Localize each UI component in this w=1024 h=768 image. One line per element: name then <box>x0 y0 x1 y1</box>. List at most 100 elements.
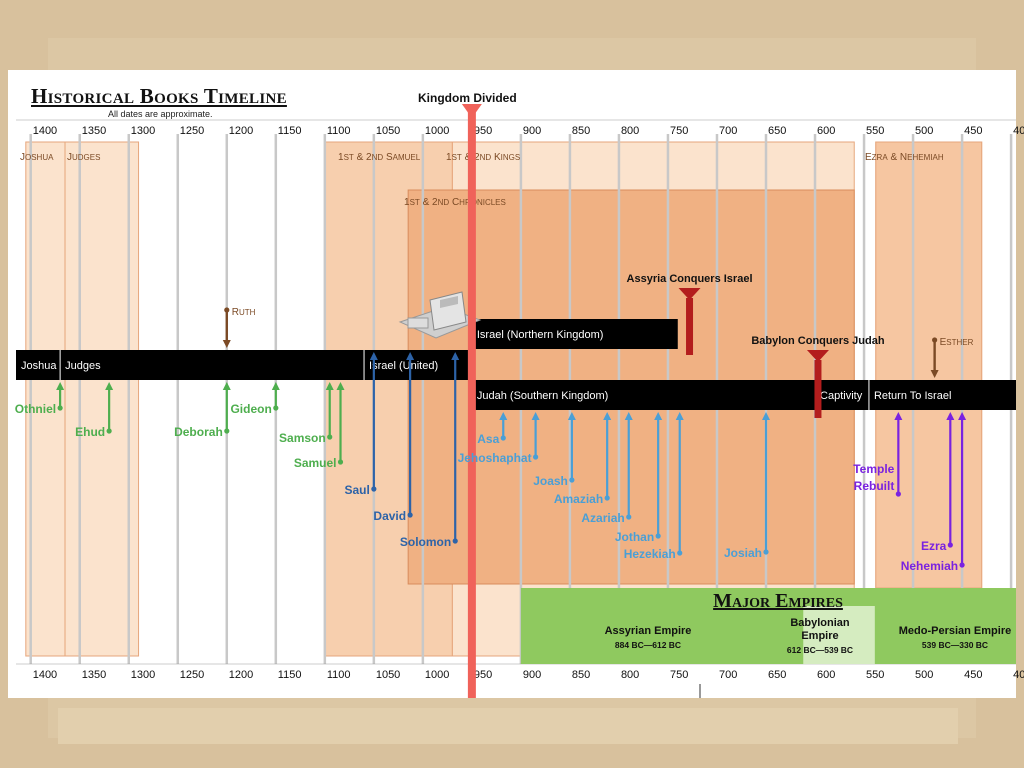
temple-roof <box>440 296 458 308</box>
x-tick-label-top: 400 <box>1013 125 1024 137</box>
empire-name: Empire <box>801 630 838 642</box>
page-subtitle: All dates are approximate. <box>108 109 213 119</box>
x-tick-label-bottom: 1000 <box>425 669 449 681</box>
person-dot <box>327 434 333 440</box>
period-label: Israel (Northern Kingdom) <box>477 329 604 341</box>
event-label: Babylon Conquers Judah <box>751 335 885 347</box>
x-tick-label-top: 1000 <box>425 125 449 137</box>
x-tick-label-bottom: 550 <box>866 669 884 681</box>
event-arrow <box>678 288 701 300</box>
person-arrowhead <box>894 412 903 420</box>
period-label: Return To Israel <box>874 390 951 402</box>
person-arrowhead <box>675 412 684 420</box>
book-region <box>25 141 66 657</box>
person-arrowhead <box>222 382 231 390</box>
person-arrowhead <box>624 412 633 420</box>
person-dot <box>337 459 344 465</box>
marker-dot <box>224 307 230 313</box>
x-tick-label-top: 650 <box>768 125 786 137</box>
person-arrowhead <box>946 412 955 420</box>
person-label: Jehoshaphat <box>458 451 532 465</box>
book-label: 1ST & 2ND CHRONICLES <box>404 197 506 208</box>
person-arrowhead <box>406 352 415 360</box>
person-dot <box>604 495 610 501</box>
person-dot <box>500 435 506 441</box>
x-tick-label-top: 450 <box>964 125 982 137</box>
person-arrowhead <box>105 382 114 390</box>
person-arrowhead <box>499 412 508 420</box>
person-dot <box>452 538 458 544</box>
divided-arrow <box>461 104 482 118</box>
person-arrowhead <box>56 382 65 390</box>
x-tick-label-bottom: 450 <box>964 669 982 681</box>
person-dot <box>106 428 112 434</box>
x-tick-label-top: 800 <box>621 125 639 137</box>
empire-band <box>520 588 1016 664</box>
x-tick-label-top: 1300 <box>131 125 155 137</box>
x-tick-label-bottom: 1250 <box>180 669 204 681</box>
marker-label: RUTH <box>232 307 256 318</box>
x-tick-label-bottom: 950 <box>474 669 492 681</box>
period-bar <box>471 319 678 349</box>
person-arrowhead <box>567 412 576 420</box>
x-tick-label-bottom: 400 <box>1013 669 1024 681</box>
person-arrowhead <box>654 412 663 420</box>
book-region-ezra <box>875 141 983 589</box>
empire-dates: 884 BC—612 BC <box>615 640 681 650</box>
x-tick-label-bottom: 1200 <box>229 669 253 681</box>
period-label: Joshua <box>21 360 57 372</box>
person-label: Rebuilt <box>854 479 895 493</box>
person-label: Jothan <box>615 530 654 544</box>
marker-dot <box>932 337 938 343</box>
person-label: Samson <box>279 431 326 445</box>
person-label: Hezekiah <box>624 547 676 561</box>
person-arrowhead <box>271 382 280 390</box>
major-empires-title: Major Empires <box>713 590 843 612</box>
person-dot <box>533 454 539 460</box>
person-label: Ezra <box>921 539 947 553</box>
person-dot <box>655 533 661 539</box>
person-arrowhead <box>336 382 345 390</box>
person-label: Temple <box>853 462 894 476</box>
period-bar <box>471 380 816 410</box>
person-dot <box>407 512 413 518</box>
person-dot <box>224 428 230 434</box>
person-label: Azariah <box>581 511 624 525</box>
event-arrow <box>806 350 829 362</box>
person-label: Josiah <box>724 546 762 560</box>
marker-arrow <box>930 370 939 378</box>
person-label: Amaziah <box>554 492 603 506</box>
person-dot <box>626 514 632 520</box>
person-dot <box>677 550 683 556</box>
person-arrowhead <box>531 412 540 420</box>
x-tick-label-top: 750 <box>670 125 688 137</box>
marker-arrow <box>222 340 231 348</box>
event-label: Assyria Conquers Israel <box>627 273 753 285</box>
x-tick-label-top: 1400 <box>33 125 57 137</box>
x-tick-label-bottom: 1400 <box>33 669 57 681</box>
x-tick-label-bottom: 1300 <box>131 669 155 681</box>
event-bar <box>686 298 694 355</box>
kingdom-divided-label: Kingdom Divided <box>418 91 517 105</box>
book-label: EZRA & NEHEMIAH <box>865 152 944 163</box>
book-label: JUDGES <box>67 152 100 163</box>
period-bar <box>60 350 365 380</box>
temple-wall <box>407 317 429 329</box>
person-label: Asa <box>477 432 499 446</box>
event-bar <box>814 360 822 418</box>
x-tick-label-top: 900 <box>523 125 541 137</box>
person-arrowhead <box>369 352 378 360</box>
person-label: Saul <box>344 483 369 497</box>
person-arrowhead <box>451 352 460 360</box>
book-label: 1ST & 2ND SAMUEL <box>338 152 421 163</box>
x-tick-label-bottom: 600 <box>817 669 835 681</box>
x-tick-label-top: 1200 <box>229 125 253 137</box>
x-tick-label-bottom: 750 <box>670 669 688 681</box>
empire-name: Babylonian <box>790 617 850 629</box>
x-tick-label-bottom: 1050 <box>376 669 400 681</box>
x-tick-label-top: 1150 <box>278 125 302 137</box>
person-arrowhead <box>762 412 770 420</box>
person-label: Solomon <box>400 535 451 549</box>
temple-image <box>398 291 482 339</box>
